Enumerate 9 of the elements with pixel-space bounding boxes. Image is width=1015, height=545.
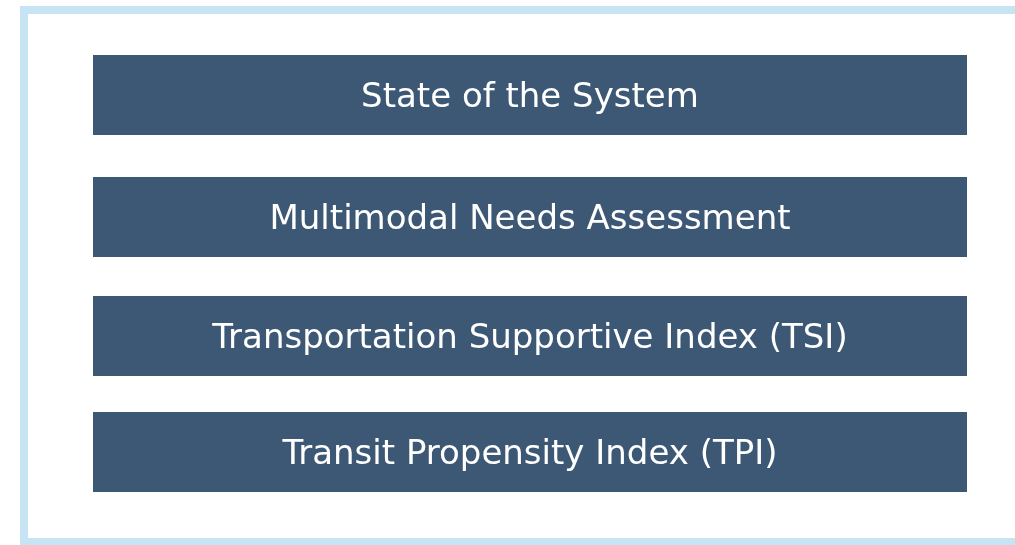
category-bar — [93, 177, 967, 257]
category-bar — [93, 296, 967, 376]
bar-label: Transportation Supportive Index (TSI) — [212, 316, 848, 356]
bar-label: State of the System — [361, 75, 699, 115]
frame-border — [20, 6, 1015, 545]
category-bar — [93, 55, 967, 135]
category-bar — [93, 412, 967, 492]
bar-label: Multimodal Needs Assessment — [269, 197, 791, 237]
bar-label: Transit Propensity Index (TPI) — [282, 432, 778, 472]
